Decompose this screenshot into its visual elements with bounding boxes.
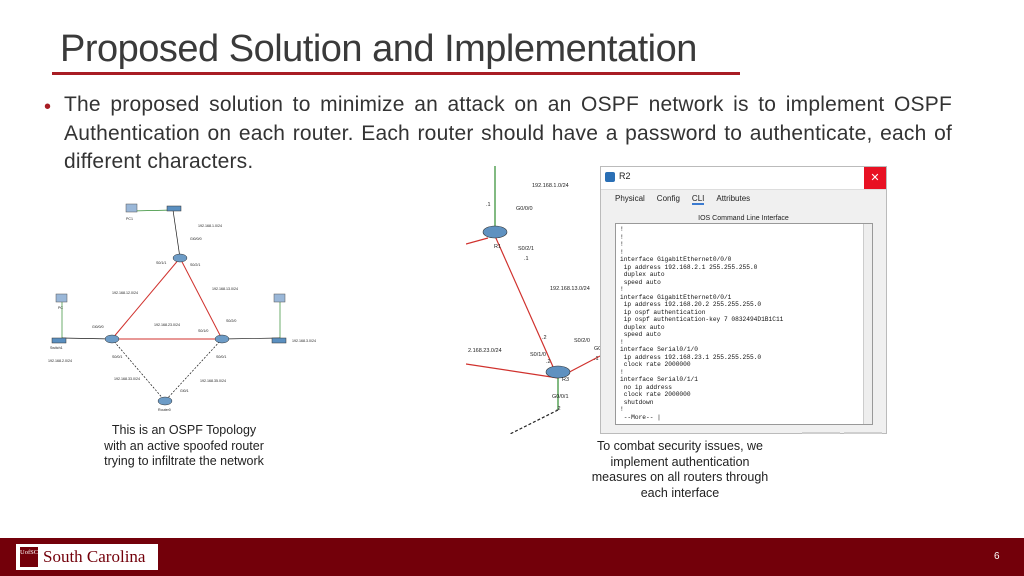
topology-label: 192.168.35.0/24 — [200, 379, 226, 383]
cli-terminal[interactable]: ! ! ! ! interface GigabitEthernet0/0/0 i… — [615, 223, 873, 425]
router-r3-icon — [545, 365, 571, 379]
topology-label: S0/0/1 — [112, 355, 122, 359]
spoofed-router-icon — [157, 396, 173, 406]
topology-label: Switch1 — [50, 346, 63, 350]
pc-icon — [273, 293, 286, 303]
zoom-label: 2.168.23.0/24 — [468, 348, 502, 354]
topology-label: S0/2/0 — [226, 319, 236, 323]
footer-bar — [0, 538, 1024, 576]
topology-label: S0/1/0 — [198, 329, 208, 333]
switch-icon — [166, 205, 182, 212]
topology-label: 192.168.12.0/24 — [112, 291, 138, 295]
pc-icon — [125, 203, 138, 213]
tab-physical[interactable]: Physical — [615, 194, 645, 203]
zoom-label: R1 — [494, 244, 501, 250]
router-r1-icon — [482, 225, 508, 239]
ospf-topology-diagram: PC1 192.168.1.0/24 Gi0/0/0 S0/1/1 S0/2/1… — [48, 203, 316, 412]
zoom-label: R3 — [562, 377, 569, 383]
zoom-label: G0 — [594, 346, 601, 352]
slide-title: Proposed Solution and Implementation — [60, 28, 697, 70]
topology-label: 192.168.33.0/24 — [114, 377, 140, 381]
tab-config[interactable]: Config — [656, 194, 680, 203]
topology-label: S0/0/1 — [216, 355, 226, 359]
router-icon — [172, 253, 188, 263]
zoom-label: G0/0/1 — [552, 394, 569, 400]
cli-tab-bar: Physical Config CLI Attributes — [601, 190, 886, 207]
caption-right: To combat security issues, we implement … — [591, 439, 769, 500]
university-seal: UofSC — [20, 547, 38, 567]
zoom-label: .2 — [542, 335, 547, 341]
divider — [802, 432, 840, 434]
topology-label: PC1 — [126, 217, 133, 221]
window-title: R2 — [619, 171, 631, 181]
topology-label: Gi0/0/0 — [92, 325, 104, 329]
bullet-marker: • — [44, 96, 52, 118]
pc-icon — [55, 293, 68, 303]
page-number: 6 — [994, 551, 1000, 562]
app-icon — [605, 172, 615, 182]
zoom-label: .2 — [546, 359, 551, 365]
zoom-label: G0/0/0 — [516, 206, 533, 212]
switch-icon — [271, 337, 287, 344]
zoom-label: .1 — [524, 256, 529, 262]
university-logo-text: South Carolina — [43, 547, 146, 566]
zoom-label: S0/2/1 — [518, 246, 534, 252]
zoom-label: S0/2/0 — [574, 338, 590, 344]
cli-window: R2 ✕ Physical Config CLI Attributes IOS … — [600, 166, 887, 434]
topology-label: 192.168.23.0/24 — [154, 323, 180, 327]
scrollbar[interactable] — [863, 224, 872, 424]
close-icon[interactable]: ✕ — [864, 167, 886, 189]
zoom-label: 192.168.13.0/24 — [550, 286, 590, 292]
topology-label: S0/2/1 — [190, 263, 200, 267]
topology-label: Gi0/1 — [180, 389, 189, 393]
zoom-label: 192.168.1.0/24 — [532, 183, 569, 189]
zoomed-topology-diagram: 192.168.1.0/24 .1 G0/0/0 R1 S0/2/1 .1 19… — [466, 166, 601, 434]
logo-background — [16, 544, 158, 570]
cli-output: ! ! ! ! interface GigabitEthernet0/0/0 i… — [620, 226, 784, 421]
cli-titlebar: R2 ✕ — [601, 167, 886, 190]
router-icon — [104, 334, 120, 344]
topology-label: Gi0/0/0 — [190, 237, 202, 241]
zoom-label: .1 — [486, 202, 491, 208]
topology-label: 192.168.2.0/24 — [48, 359, 72, 363]
router-icon — [214, 334, 230, 344]
topology-label: Router0 — [158, 408, 171, 412]
topology-label: 192.168.3.0/24 — [292, 339, 316, 343]
topology-label: PC — [58, 306, 63, 310]
divider — [844, 432, 882, 434]
cli-heading: IOS Command Line Interface — [698, 215, 789, 222]
bullet-text: The proposed solution to minimize an att… — [64, 93, 952, 173]
zoom-label: .1 — [594, 356, 599, 362]
tab-attributes[interactable]: Attributes — [716, 194, 751, 203]
zoom-label: S0/1/0 — [530, 352, 546, 358]
topology-label: 192.168.13.0/24 — [212, 287, 238, 291]
switch-icon — [51, 337, 67, 344]
tab-cli[interactable]: CLI — [691, 194, 705, 205]
topology-label: S0/1/1 — [156, 261, 166, 265]
caption-left: This is an OSPF Topology with an active … — [104, 423, 264, 468]
title-underline — [52, 72, 740, 75]
topology-label: 192.168.1.0/24 — [198, 224, 222, 228]
zoom-label: .2 — [556, 406, 561, 412]
